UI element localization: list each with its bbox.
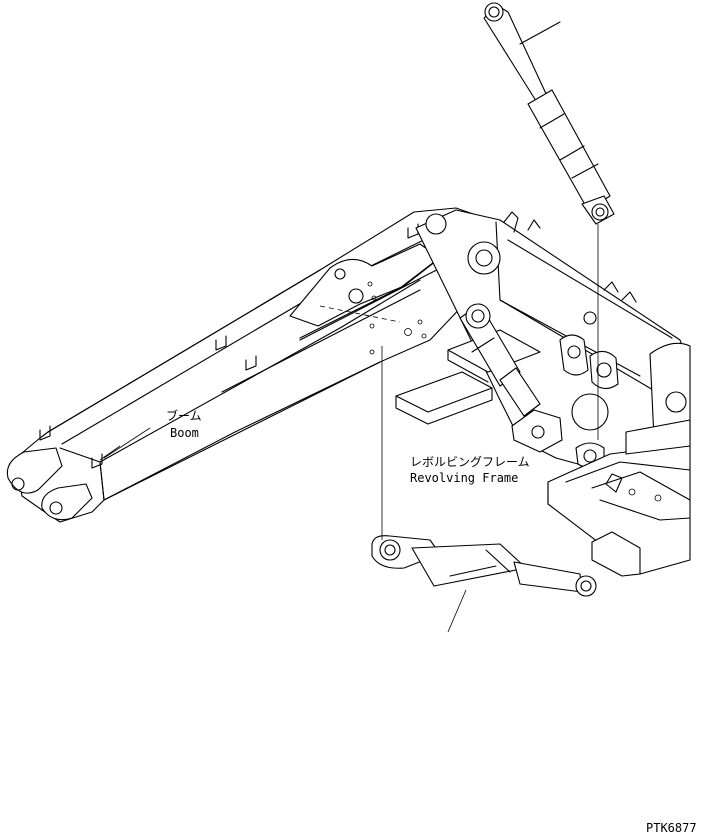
boom-cylinder-middle bbox=[459, 303, 541, 417]
boom bbox=[6, 207, 501, 523]
label-boom-jp: ブーム bbox=[166, 408, 202, 423]
boom-cylinder-upper bbox=[483, 2, 615, 225]
label-boom-en: Boom bbox=[170, 426, 199, 440]
boom-cylinder-lower bbox=[371, 535, 597, 597]
drawing-id: PTK6877 bbox=[646, 821, 697, 835]
label-revolving-frame-en: Revolving Frame bbox=[410, 471, 518, 485]
label-revolving-frame-jp: レボルビングフレーム bbox=[410, 455, 530, 469]
leader-lines bbox=[99, 224, 599, 633]
undercarriage bbox=[547, 419, 691, 577]
